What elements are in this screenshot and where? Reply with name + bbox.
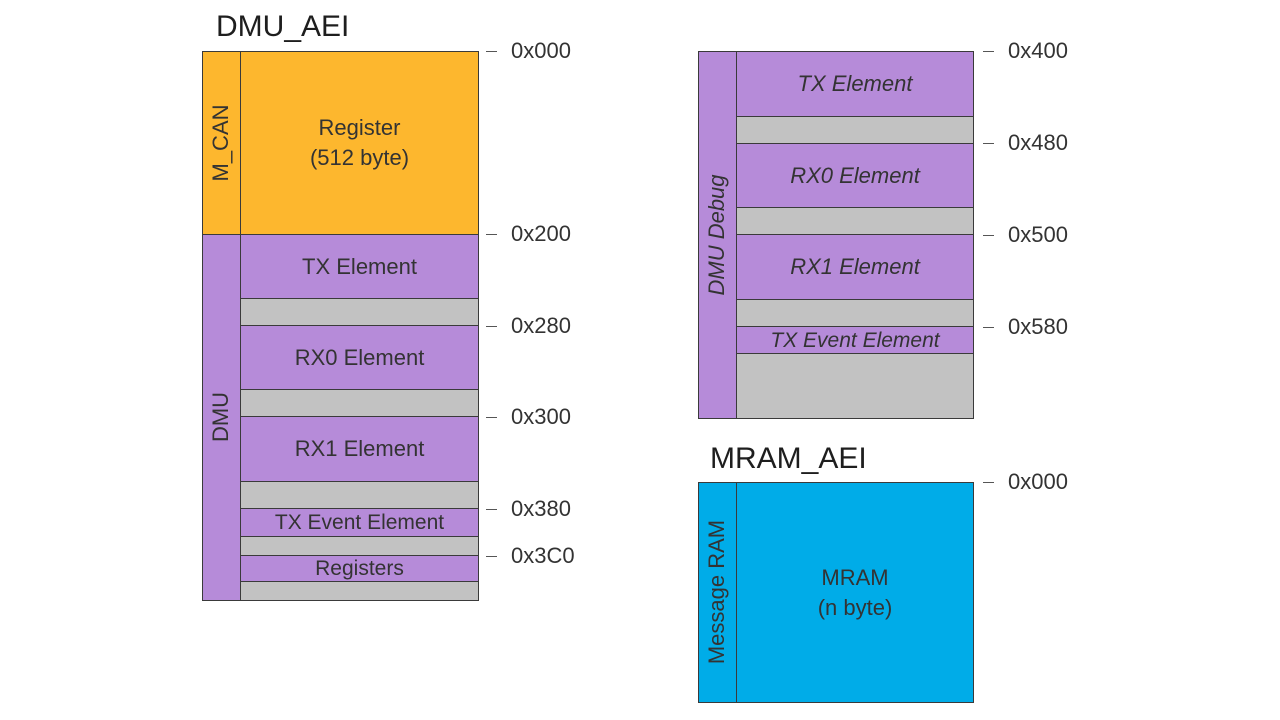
address-tick xyxy=(983,482,994,483)
address-label-0x480: 0x480 xyxy=(1008,130,1068,155)
dmu-rx0-element: RX0 Element xyxy=(240,325,479,390)
address-label-0x200: 0x200 xyxy=(511,221,571,246)
address-label-0x400: 0x400 xyxy=(1008,38,1068,63)
debug-gap-3 xyxy=(736,299,974,327)
mram-aei-title: MRAM_AEI xyxy=(710,442,867,475)
address-tick xyxy=(486,417,497,418)
debug-tx-event-element: TX Event Element xyxy=(736,326,974,354)
debug-rx0-element-label: RX0 Element xyxy=(790,162,920,188)
debug-rx0-element: RX0 Element xyxy=(736,143,974,208)
address-label-0x300: 0x300 xyxy=(511,404,571,429)
dmu-gap-5 xyxy=(240,581,479,601)
dmu-gap-3 xyxy=(240,481,479,509)
register-label: Register xyxy=(318,115,401,141)
address-label-0x3c0: 0x3C0 xyxy=(511,543,575,568)
address-label-0x280: 0x280 xyxy=(511,313,571,338)
dmu-rx1-element-label: RX1 Element xyxy=(294,436,425,462)
address-tick xyxy=(983,327,994,328)
debug-rx1-element: RX1 Element xyxy=(736,234,974,300)
address-tick xyxy=(486,51,497,52)
debug-gap-1 xyxy=(736,116,974,144)
dmu-sidebar xyxy=(202,234,241,601)
address-label-0x580: 0x580 xyxy=(1008,314,1068,339)
address-label-mram-0x000: 0x000 xyxy=(1008,469,1068,494)
address-tick xyxy=(983,235,994,236)
address-tick xyxy=(486,234,497,235)
address-label-0x500: 0x500 xyxy=(1008,222,1068,247)
dmu-rx1-element: RX1 Element xyxy=(240,416,479,482)
dmu-tx-event-element-label: TX Event Element xyxy=(274,511,445,534)
register-block: Register (512 byte) xyxy=(240,51,479,235)
dmu-aei-title: DMU_AEI xyxy=(216,10,350,43)
address-label-0x380: 0x380 xyxy=(511,496,571,521)
mram-block: MRAM (n byte) xyxy=(736,482,974,703)
debug-tx-event-element-label: TX Event Element xyxy=(770,328,940,352)
debug-gap-4 xyxy=(736,353,974,419)
dmu-debug-label: DMU Debug xyxy=(704,174,729,296)
message-ram-label: Message RAM xyxy=(704,519,729,665)
debug-rx1-element-label: RX1 Element xyxy=(790,254,920,280)
dmu-gap-1 xyxy=(240,298,479,326)
address-tick xyxy=(486,556,497,557)
address-tick xyxy=(486,326,497,327)
m-can-sidebar xyxy=(202,51,241,235)
address-tick xyxy=(983,143,994,144)
debug-tx-element-label: TX Element xyxy=(797,71,913,97)
dmu-tx-element: TX Element xyxy=(240,234,479,299)
dmu-gap-2 xyxy=(240,389,479,417)
dmu-tx-element-label: TX Element xyxy=(302,253,417,279)
dmu-gap-4 xyxy=(240,536,479,556)
dmu-rx0-element-label: RX0 Element xyxy=(294,344,425,370)
debug-gap-2 xyxy=(736,207,974,235)
register-size-label: (512 byte) xyxy=(309,145,410,170)
debug-tx-element: TX Element xyxy=(736,51,974,117)
dmu-registers-label: Registers xyxy=(315,557,404,580)
dmu-registers: Registers xyxy=(240,555,479,582)
dmu-tx-event-element: TX Event Element xyxy=(240,508,479,537)
dmu-label: DMU xyxy=(208,391,233,443)
address-label-0x000: 0x000 xyxy=(511,38,571,63)
address-tick xyxy=(983,51,994,52)
mram-label: MRAM xyxy=(821,564,889,590)
m-can-label: M_CAN xyxy=(208,104,233,182)
mram-size-label: (n byte) xyxy=(817,594,893,620)
dmu-debug-sidebar xyxy=(698,51,737,419)
address-tick xyxy=(486,509,497,510)
